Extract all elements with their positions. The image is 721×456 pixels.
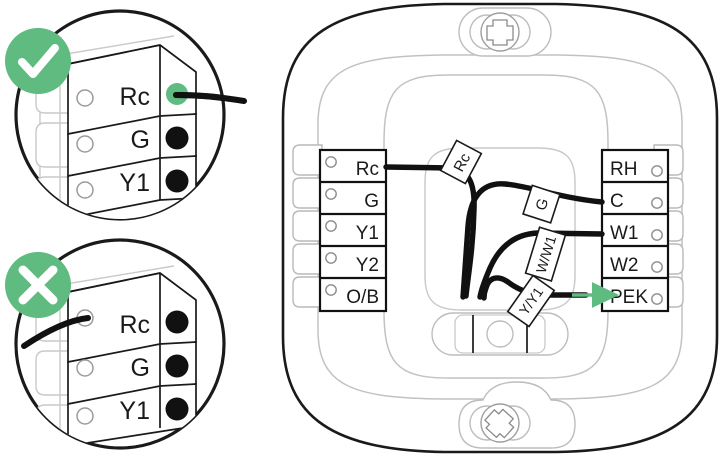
correct-terminal-label-0: Rc bbox=[119, 83, 150, 111]
thermostat-base: Rc G Y1 Y2 O/B bbox=[281, 2, 719, 454]
bubble-level-bubble bbox=[486, 320, 514, 348]
wire-tag-label-g: G bbox=[533, 196, 553, 212]
right-screw-hole-rh bbox=[651, 165, 663, 177]
screw-bottom bbox=[458, 381, 576, 449]
side-hole-g-bad bbox=[76, 359, 94, 377]
side-hole-y1 bbox=[76, 181, 94, 199]
right-screw-hole-w1 bbox=[651, 229, 663, 241]
base-inner-ring-1 bbox=[317, 54, 683, 400]
incorrect-terminal-label-1: G bbox=[131, 354, 150, 382]
wire-tags: Rc G W/W1 Y/Y1 bbox=[439, 139, 567, 328]
side-hole-y1-bad bbox=[76, 407, 94, 425]
callout-incorrect: Rc G Y1 bbox=[5, 238, 226, 450]
wire-pocket bbox=[424, 147, 576, 311]
right-screw-hole-w2 bbox=[651, 261, 663, 273]
right-terminal-label-rh: RH bbox=[610, 159, 637, 180]
wire-port-y1 bbox=[165, 169, 189, 193]
connector-block-incorrect: Rc G Y1 bbox=[35, 265, 197, 448]
left-screw-hole-ob bbox=[325, 284, 337, 296]
left-terminal-label-g: G bbox=[364, 191, 379, 212]
left-terminal-label-y2: Y2 bbox=[356, 255, 379, 276]
wire-incorrect bbox=[21, 315, 91, 349]
side-hole-rc bbox=[76, 89, 94, 107]
left-terminal-label-ob: O/B bbox=[346, 287, 379, 308]
wire-correct-exit bbox=[173, 92, 247, 104]
wire-port-g bbox=[165, 126, 189, 150]
screw-top-plus-icon bbox=[486, 19, 514, 46]
base-outer-shell bbox=[281, 2, 719, 454]
wire-w-w1 bbox=[477, 230, 605, 300]
left-screw-hole-y2 bbox=[325, 252, 337, 264]
wire-tag-w-w1: W/W1 bbox=[524, 226, 567, 283]
screw-bottom-cross-icon bbox=[484, 408, 515, 439]
right-terminal-label-w1: W1 bbox=[610, 223, 639, 244]
badge-correct bbox=[5, 28, 71, 94]
left-terminal-label-rc: Rc bbox=[356, 159, 379, 180]
correct-terminal-label-1: G bbox=[131, 126, 150, 154]
right-terminal-label-pek: PEK bbox=[610, 287, 648, 308]
wire-port-y1-bad bbox=[165, 397, 189, 421]
wire-tag-label-rc: Rc bbox=[451, 150, 475, 175]
side-hole-extra bbox=[77, 226, 93, 242]
left-terminal-label-y1: Y1 bbox=[356, 223, 379, 244]
check-icon-circle bbox=[5, 28, 71, 94]
left-screw-hole-rc bbox=[325, 156, 337, 168]
correct-terminal-label-2: Y1 bbox=[119, 169, 150, 197]
screw-top bbox=[458, 7, 552, 57]
wire-port-g-bad bbox=[165, 354, 189, 378]
left-screw-hole-y1 bbox=[325, 220, 337, 232]
left-terminal-tabs bbox=[292, 144, 323, 308]
wire-port-rc-bad bbox=[165, 310, 189, 334]
cross-icon bbox=[18, 265, 58, 305]
check-icon bbox=[18, 44, 59, 78]
left-screw-hole-g bbox=[325, 188, 337, 200]
incorrect-terminal-label-0: Rc bbox=[119, 311, 150, 339]
right-screw-hole-pek bbox=[651, 293, 663, 305]
badge-incorrect bbox=[5, 252, 71, 318]
left-terminal-block: Rc G Y1 Y2 O/B bbox=[292, 144, 388, 313]
incorrect-terminal-label-2: Y1 bbox=[119, 397, 150, 425]
right-terminal-label-w2: W2 bbox=[610, 255, 639, 276]
wire-tag-rc: Rc bbox=[439, 139, 483, 185]
right-screw-hole-c bbox=[651, 197, 663, 209]
right-terminal-label-c: C bbox=[610, 191, 624, 212]
callout-correct: Rc G Y1 bbox=[5, 9, 247, 242]
side-hole-g bbox=[76, 135, 94, 153]
wire-tag-g: G bbox=[522, 184, 561, 224]
bubble-level bbox=[431, 312, 569, 356]
right-terminal-block: RH C W1 W2 PEK bbox=[600, 144, 684, 313]
